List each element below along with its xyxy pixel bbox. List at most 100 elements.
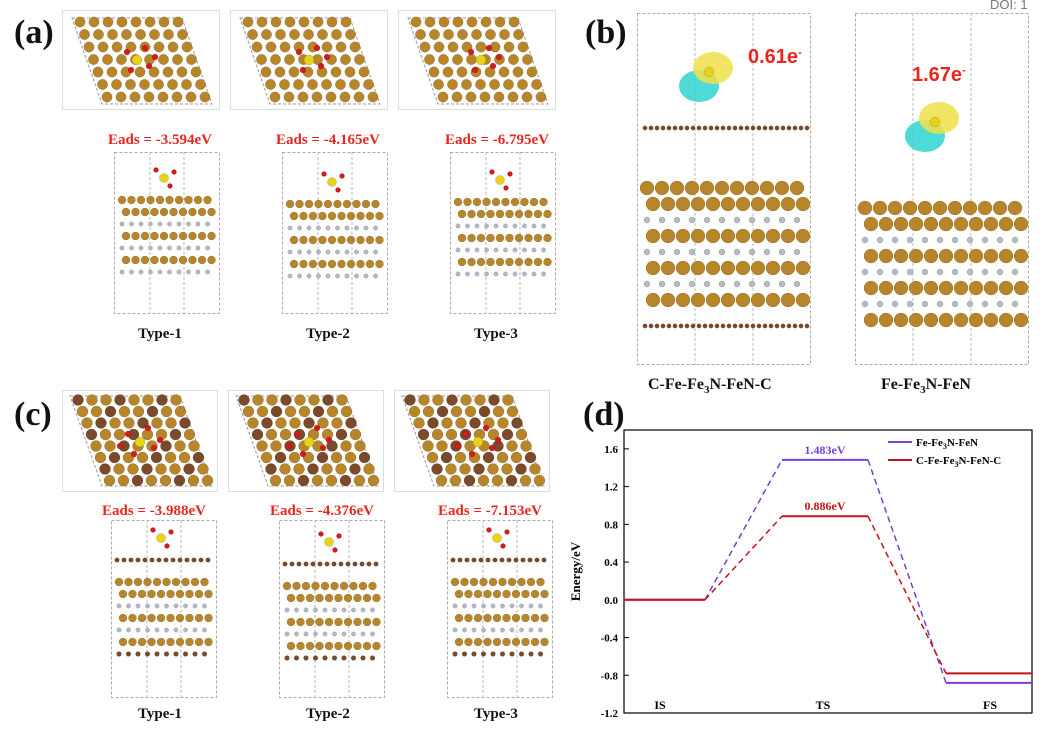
fe-atom [153, 79, 164, 90]
fe-atom [464, 589, 473, 599]
n-atom [167, 245, 172, 251]
c-atom [520, 557, 526, 563]
oxygen-atom [124, 430, 132, 438]
n-atom [173, 603, 179, 609]
n-atom [861, 300, 869, 308]
atom-grid [72, 394, 214, 487]
c-atom [205, 557, 211, 563]
n-atom [474, 247, 480, 253]
oxygen-atom [504, 529, 510, 535]
fe-atom [983, 248, 999, 264]
fe-atom [182, 651, 189, 657]
fe-atom [308, 259, 318, 269]
n-atom [673, 280, 681, 288]
fe-atom [289, 235, 299, 245]
n-atom [325, 225, 331, 231]
fe-atom [354, 440, 366, 452]
fe-atom [118, 589, 128, 599]
fe-atom [125, 79, 136, 90]
fe-atom [289, 417, 301, 429]
n-atom [876, 236, 884, 244]
fe-atom [270, 16, 282, 28]
n-atom [176, 245, 182, 251]
n-atom [335, 225, 340, 231]
fe-atom [404, 394, 416, 406]
fe-atom [460, 577, 469, 587]
oxygen-atom [293, 430, 301, 438]
fe-atom [349, 463, 361, 475]
fe-atom [187, 474, 200, 487]
c-atom [114, 557, 120, 563]
fe-atom [74, 16, 86, 28]
c-atom [774, 323, 780, 329]
fe-atom [159, 255, 169, 265]
c-atom [471, 557, 477, 563]
sulfur-atom [475, 54, 487, 66]
panel-b-structure-label-2: Fe-Fe3N-FeN [881, 376, 971, 397]
fe-atom [324, 617, 334, 627]
n-atom [316, 225, 321, 231]
oxygen-atom [485, 44, 493, 52]
fe-atom [261, 417, 273, 429]
fe-atom [207, 231, 216, 241]
panel-b-label: (b) [585, 14, 627, 51]
fe-atom [795, 292, 811, 308]
fe-atom [908, 312, 924, 328]
fe-atom [297, 474, 310, 487]
n-atom [528, 603, 534, 609]
c-atom [135, 557, 141, 563]
fe-atom [750, 260, 766, 276]
fe-atom [156, 394, 168, 406]
n-atom [202, 603, 207, 609]
fe-atom [296, 593, 305, 603]
fe-atom [185, 91, 197, 103]
fe-atom [422, 440, 434, 452]
fe-atom [317, 417, 329, 429]
n-atom [490, 603, 496, 609]
fe-atom [535, 91, 547, 103]
fe-atom [160, 405, 173, 418]
fe-atom [185, 637, 194, 647]
c-atom [142, 557, 148, 563]
fe-atom [765, 228, 781, 244]
fe-atom [356, 211, 365, 221]
c-atom [642, 125, 648, 131]
fe-atom [331, 29, 342, 40]
fe-atom [962, 200, 978, 216]
fe-atom [113, 463, 125, 475]
fe-atom [506, 440, 518, 452]
n-atom [763, 280, 771, 288]
sulfur-atom [495, 175, 505, 185]
n-atom [688, 280, 696, 288]
fe-atom [337, 235, 346, 245]
fe-atom [480, 651, 487, 657]
fe-atom [512, 66, 524, 78]
fe-atom [317, 29, 328, 40]
fe-atom [361, 199, 371, 209]
fe-atom [136, 451, 149, 464]
oxygen-atom [471, 66, 479, 74]
oxygen-atom [467, 48, 475, 56]
fe-atom [131, 255, 140, 265]
fe-atom [188, 440, 200, 452]
fe-atom [299, 259, 308, 269]
fe-atom [459, 463, 471, 475]
n-atom [205, 245, 210, 251]
n-atom [294, 631, 299, 637]
fe-atom [289, 211, 299, 221]
n-atom [876, 268, 884, 276]
fe-atom [174, 405, 187, 418]
fe-atom [765, 260, 781, 276]
n-atom [643, 280, 651, 288]
fe-atom [118, 613, 128, 623]
n-atom [465, 271, 470, 277]
fe-atom [200, 577, 209, 587]
fe-atom [137, 417, 149, 429]
n-atom [186, 245, 191, 251]
n-atom [455, 223, 461, 229]
fe-atom [173, 651, 179, 657]
fe-atom [536, 577, 545, 587]
fe-atom [307, 79, 318, 90]
n-atom [996, 268, 1004, 276]
fe-atom [204, 613, 213, 623]
